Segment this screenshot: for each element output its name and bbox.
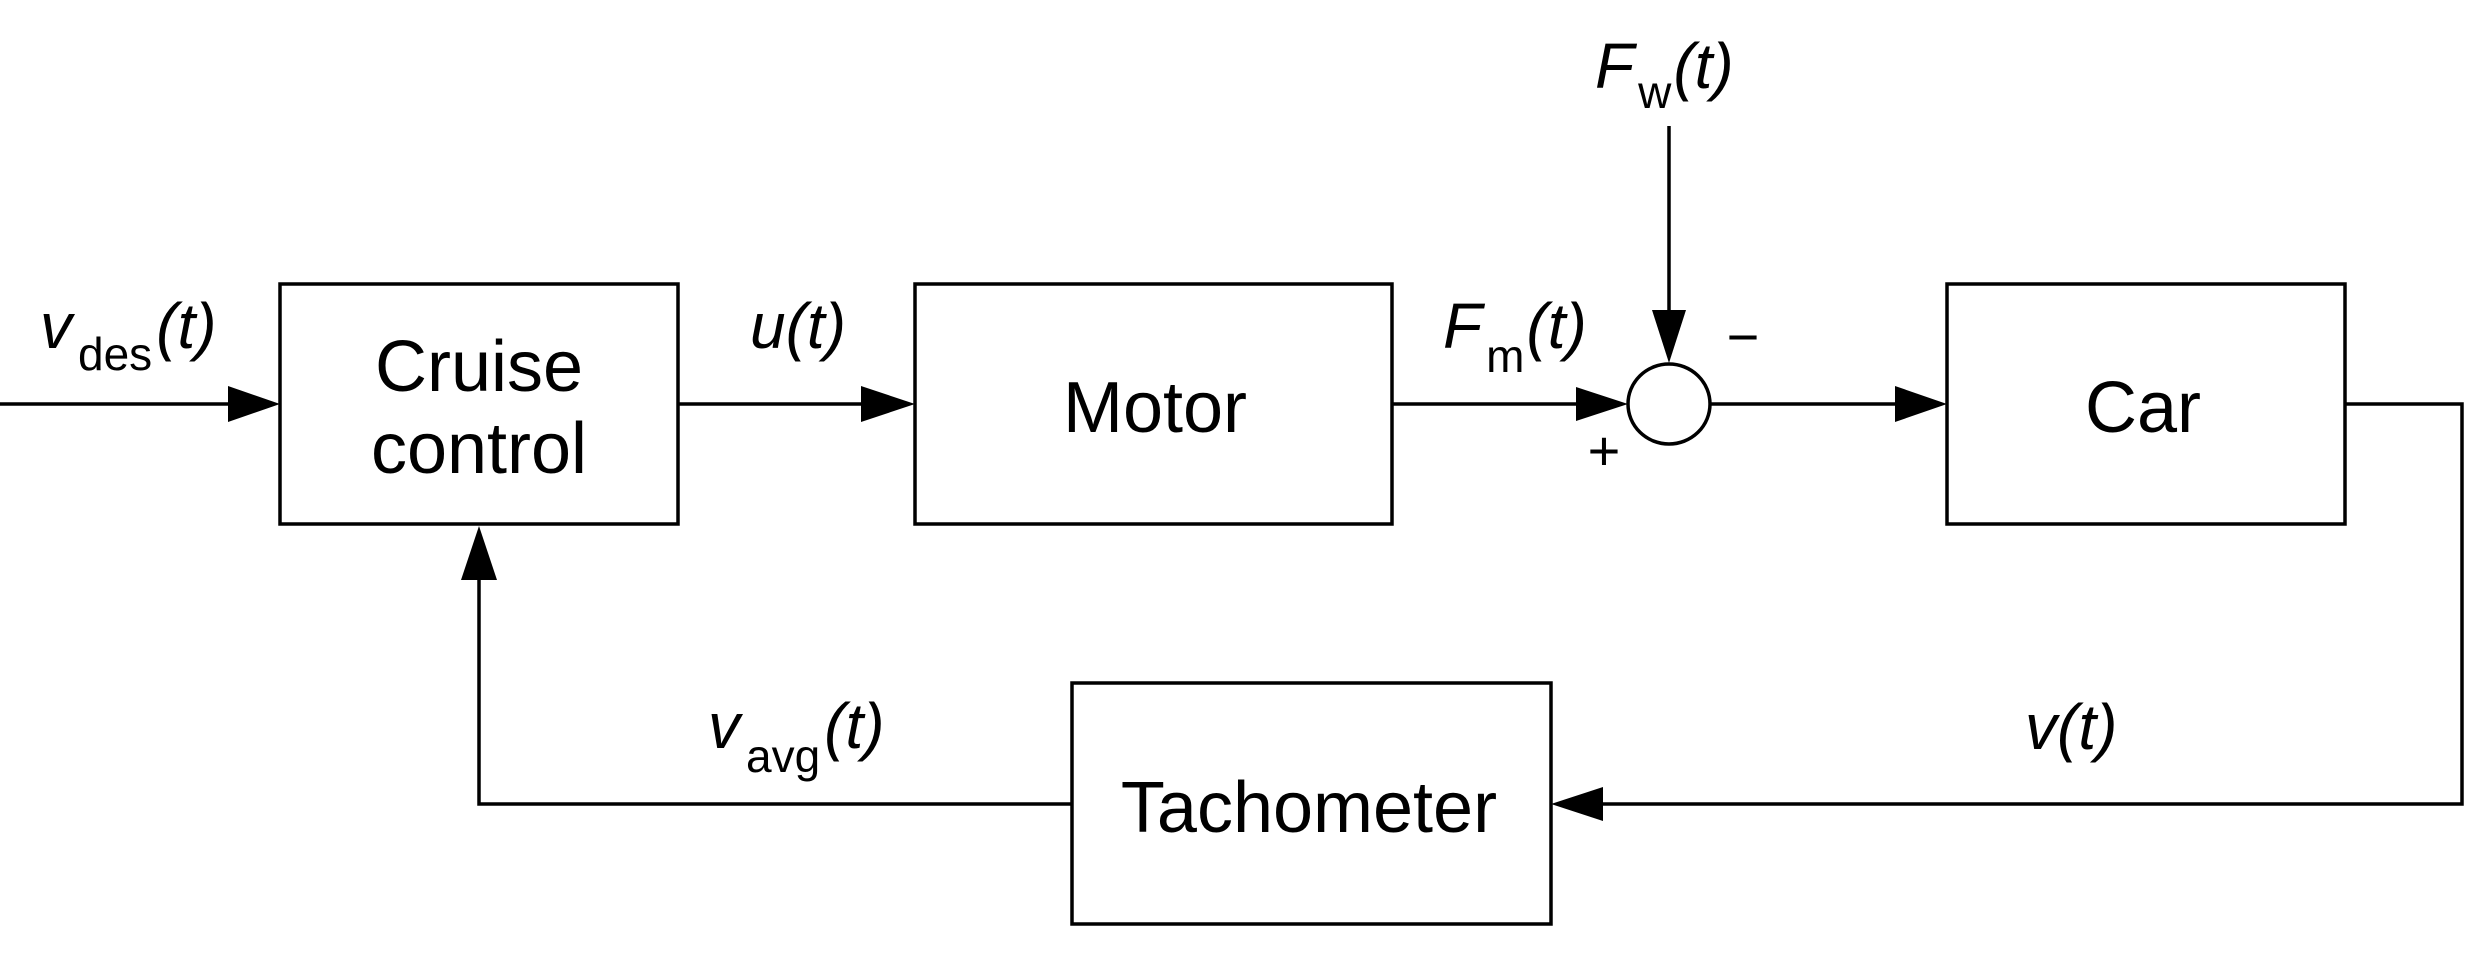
signal-label-f-w: Fw(t) [1595,30,1734,118]
v-des-subscript: des [78,328,152,380]
wire-car-to-tachometer [1600,402,2464,806]
signal-label-u: u(t) [750,290,846,362]
f-m-subscript: m [1486,330,1524,382]
svg-text:Fw(t): Fw(t) [1595,30,1734,118]
motor-block[interactable]: Motor [913,282,1394,526]
f-m-symbol: F [1443,290,1486,362]
v-des-symbol: v [40,290,76,362]
v-arg: (t) [2057,691,2117,763]
tachometer-block[interactable]: Tachometer [1070,681,1553,926]
tachometer-label: Tachometer [1121,768,1497,848]
arrowhead-into-junction-left [1576,387,1628,421]
arrowhead-into-cruise [228,386,280,422]
f-w-arg: (t) [1673,30,1733,102]
v-avg-subscript: avg [746,730,820,782]
arrowhead-into-cruise-bottom [461,526,497,580]
svg-text:u(t): u(t) [750,290,846,362]
f-m-arg: (t) [1526,290,1586,362]
cruise-control-label-line2: control [371,409,587,489]
svg-text:v(t): v(t) [2025,691,2117,763]
signal-label-f-m: Fm(t) [1443,290,1587,382]
f-w-subscript: w [1637,66,1672,118]
v-avg-symbol: v [708,690,744,762]
arrowhead-into-motor [861,386,915,422]
summing-junction[interactable] [1626,362,1712,446]
svg-text:Fm(t): Fm(t) [1443,290,1587,382]
junction-plus-sign: + [1588,419,1621,482]
arrowhead-into-tachometer [1551,787,1603,821]
u-symbol: u [750,290,786,362]
junction-minus-sign: − [1727,305,1760,368]
cruise-control-block[interactable]: Cruise control [278,282,680,526]
f-w-symbol: F [1595,30,1638,102]
cruise-control-label-line1: Cruise [375,327,583,407]
arrowhead-into-car [1895,386,1947,422]
v-des-arg: (t) [156,290,216,362]
v-symbol: v [2025,691,2061,763]
motor-label: Motor [1063,368,1247,448]
arrowhead-into-junction-top [1652,310,1686,363]
signal-label-v: v(t) [2025,691,2117,763]
u-arg: (t) [786,290,846,362]
v-avg-arg: (t) [824,690,884,762]
wire-tachometer-to-cruise [477,575,1072,806]
car-block[interactable]: Car [1945,282,2347,526]
car-label: Car [2085,368,2201,448]
